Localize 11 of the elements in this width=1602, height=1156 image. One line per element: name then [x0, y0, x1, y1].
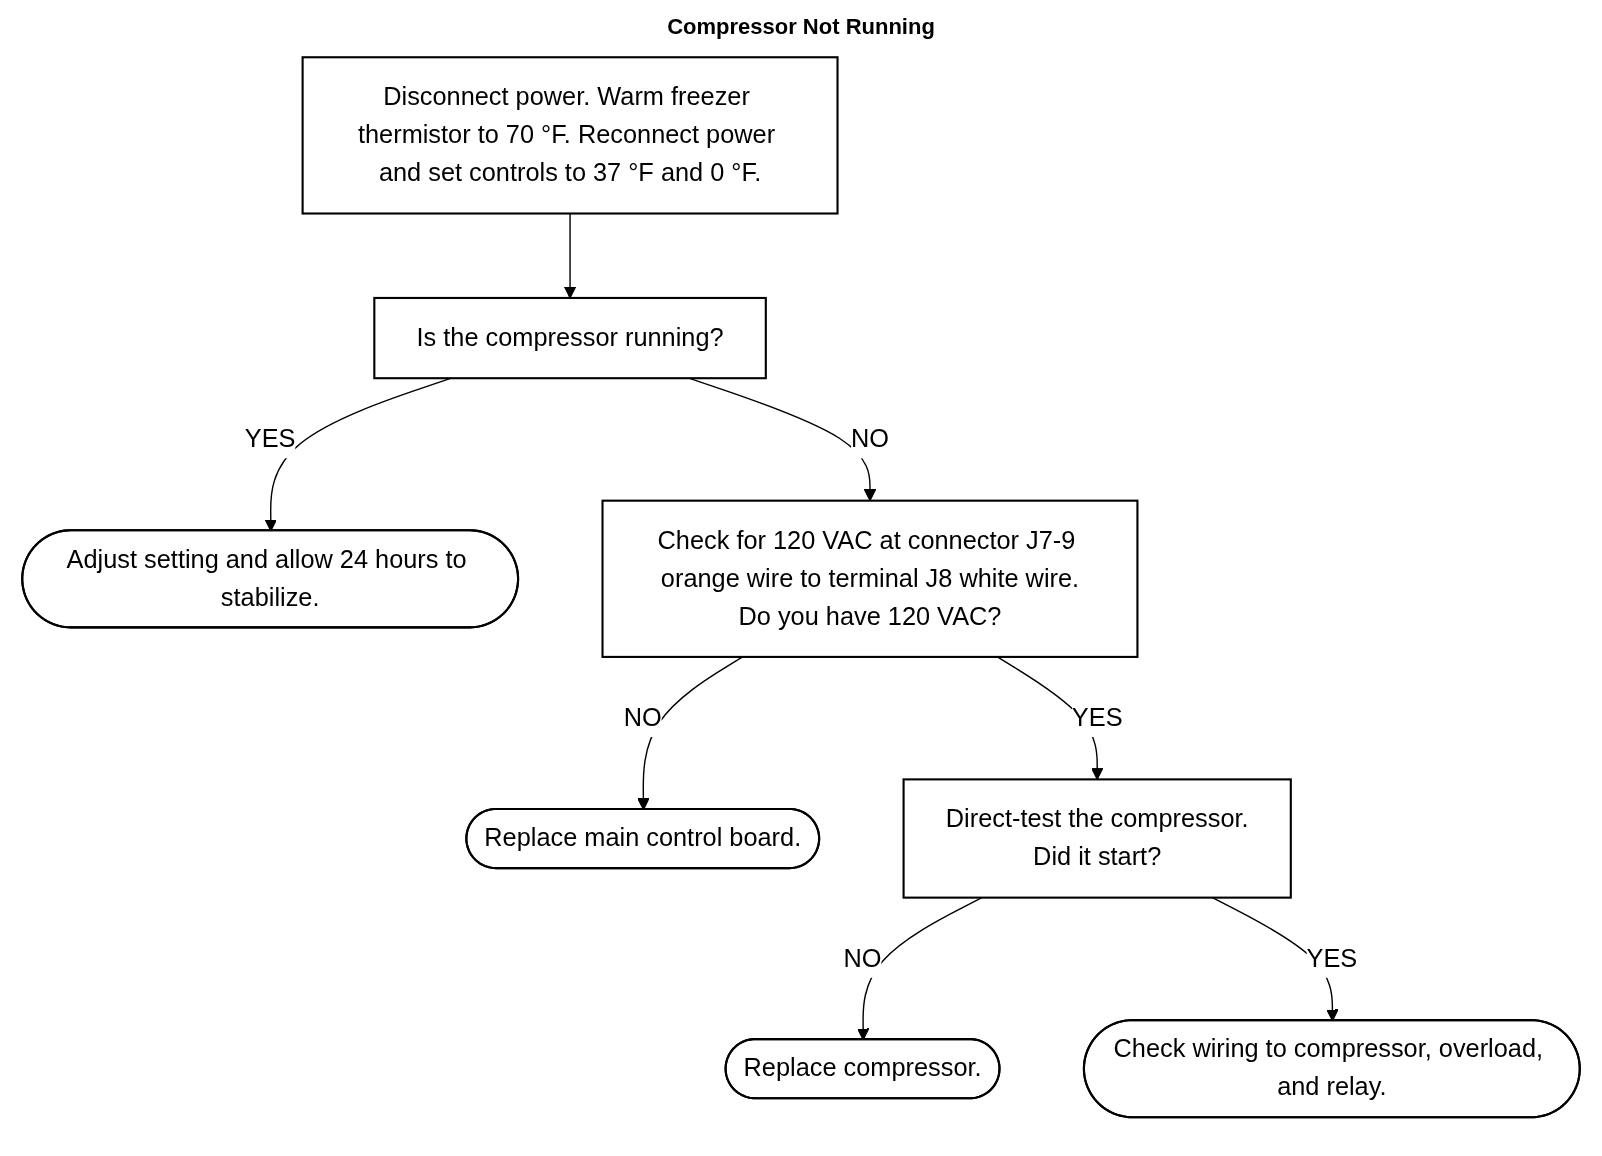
node-box: Is the compressor running? [373, 296, 767, 380]
edge-label: NO [843, 944, 882, 973]
edge-label: YES [1306, 944, 1358, 973]
edge-label: YES [1071, 703, 1123, 732]
edge-label: NO [850, 424, 889, 453]
node-box: Check for 120 VAC at connector J7-9 orange wire to terminal J8 white wire. Do you have 120 VAC? [601, 499, 1139, 658]
node-box: Direct-test the compressor. Did it start? [902, 778, 1292, 899]
edge-label: YES [244, 424, 296, 453]
diagram-title: Compressor Not Running [666, 14, 936, 40]
edge-label: NO [623, 703, 662, 732]
node-box: Disconnect power. Warm freezer thermistor to 70 °F. Reconnect power and set controls to 37 °F and 0 °F. [301, 56, 839, 215]
